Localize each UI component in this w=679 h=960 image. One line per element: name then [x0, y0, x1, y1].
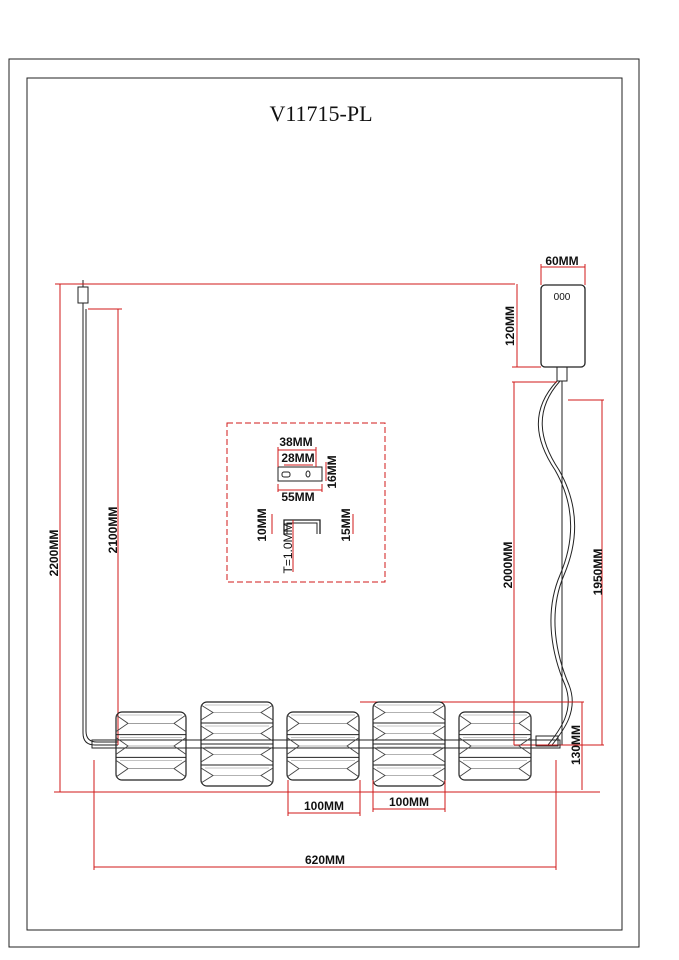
- bracket-detail: [226, 422, 386, 583]
- outer-frame: [8, 58, 640, 948]
- power-cord: [537, 380, 576, 746]
- canopy: [512, 264, 586, 382]
- crystal-shades: [115, 701, 532, 787]
- dim-bracket-right: 15MM: [339, 508, 353, 541]
- dim-shade-width-a: 100MM: [304, 799, 344, 813]
- left-suspension: [77, 280, 118, 746]
- drawing-title: V11715-PL: [269, 101, 372, 126]
- canopy-marking: 000: [554, 292, 571, 303]
- dim-total-width: 620MM: [305, 853, 345, 867]
- dim-canopy-height: 120MM: [503, 306, 517, 346]
- crystal-shade: [200, 701, 274, 787]
- suspension-cable: [82, 309, 118, 746]
- dim-canopy-width: 60MM: [545, 254, 578, 268]
- inner-frame: [26, 77, 623, 931]
- dim-bracket-length-outer: 38MM: [279, 435, 312, 449]
- crystal-shade: [372, 701, 446, 787]
- left-dimensions: [54, 283, 600, 793]
- crystal-shade: [115, 711, 187, 781]
- dim-total-height: 2200MM: [47, 530, 61, 577]
- wavy-cord: [537, 380, 572, 746]
- bracket-plate: [277, 466, 323, 482]
- dim-cable-length: 2100MM: [106, 507, 120, 554]
- light-bar: [91, 735, 561, 749]
- dim-shade-height: 130MM: [569, 725, 583, 765]
- detail-box: [226, 422, 386, 583]
- ceiling-hook: [77, 286, 89, 304]
- dim-bracket-base: 55MM: [281, 490, 314, 504]
- dim-thickness: T=1.0MM: [281, 522, 295, 573]
- dim-cord-length: 2000MM: [501, 542, 515, 589]
- dim-bracket-height: 16MM: [325, 455, 339, 488]
- bottom-dimensions: [93, 760, 557, 870]
- bracket-profile: [283, 519, 321, 534]
- dim-bracket-left: 10MM: [255, 508, 269, 541]
- mounting-bar: [91, 739, 561, 749]
- dim-shade-width-b: 100MM: [389, 795, 429, 809]
- dim-bracket-length-inner: 28MM: [281, 451, 314, 465]
- right-dimensions: [360, 381, 604, 790]
- crystal-shade: [286, 711, 360, 781]
- crystal-shade: [458, 711, 532, 781]
- dim-cord-length-inner: 1950MM: [591, 549, 605, 596]
